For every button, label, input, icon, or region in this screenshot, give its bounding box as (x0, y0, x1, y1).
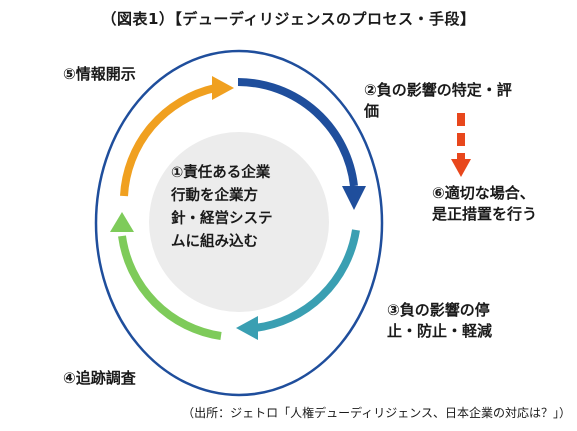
dashed-segment (457, 153, 465, 159)
step-3-label: ③負の影響の停 止・防止・軽減 (387, 300, 492, 342)
page-title: （図表1）【デューディリジェンスのプロセス・手段】 (101, 10, 476, 28)
step-2-label: ②負の影響の特定・評 価 (364, 80, 512, 122)
step-4-label: ④追跡調査 (63, 369, 136, 387)
dashed-segment (457, 113, 465, 126)
arrow-arc-green (118, 235, 222, 340)
center-text: ①責任ある企業 行動を企業方 針・経営システ ムに組み込む (171, 162, 311, 254)
arrow-head-green (110, 212, 134, 232)
arrow-head-blue (342, 186, 366, 210)
arrow-head-orange (212, 76, 234, 100)
step-6-line: 是正措置を行う (432, 205, 538, 223)
arrow-arc-teal (254, 229, 360, 332)
step-3-line: ③負の影響の停 (387, 301, 490, 319)
outer-ring (94, 49, 384, 397)
dashed-arrow-head (451, 159, 471, 177)
step-6-label: ⑥適切な場合、 是正措置を行う (432, 183, 537, 225)
step-2-line: ②負の影響の特定・評 (364, 81, 512, 99)
arrow-head-teal (236, 316, 258, 340)
source-note: （出所：ジェトロ「人権デューディリジェンス、日本企業の対応は？」） (182, 406, 571, 420)
step-2-line: 価 (364, 102, 380, 120)
center-line: ムに組み込む (171, 234, 258, 250)
arrow-arc-orange (120, 84, 216, 197)
step-6-line: ⑥適切な場合、 (432, 184, 535, 202)
step-5-label: ⑤情報開示 (63, 65, 136, 83)
arrow-arc-blue (237, 78, 358, 187)
center-line: 針・経営システ (171, 211, 273, 227)
step-3-line: 止・防止・軽減 (387, 322, 493, 340)
center-line: ①責任ある企業 (171, 165, 271, 181)
center-circle (149, 132, 329, 312)
dashed-segment (457, 133, 465, 146)
center-line: 行動を企業方 (171, 188, 258, 204)
